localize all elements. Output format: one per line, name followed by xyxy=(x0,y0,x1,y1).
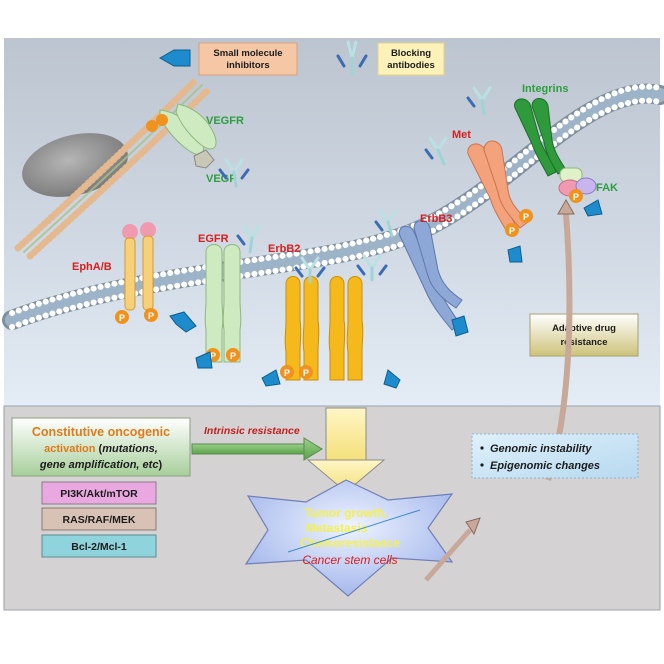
outcome-strike-line xyxy=(287,509,421,553)
fak-label: FAK xyxy=(596,182,618,194)
vegf-label: VEGF xyxy=(206,173,236,185)
erbb2-phospho-1-label: P xyxy=(284,368,290,378)
small-molecule-box xyxy=(198,42,298,76)
legend-inhibitor-arrow xyxy=(158,49,191,67)
genomic-bullet-2 xyxy=(480,463,484,467)
met-antibody xyxy=(424,136,448,166)
egfr-phospho-2-label: P xyxy=(230,351,236,361)
inhibitor-arrows xyxy=(169,199,603,389)
fak-phospho-label: P xyxy=(573,192,579,202)
met-phospho-1 xyxy=(505,223,519,237)
met-phospho-2-label: P xyxy=(523,212,529,222)
antibodies-box xyxy=(377,42,445,76)
erbb3-antibody xyxy=(374,208,398,238)
adaptive-feedback-arrowhead xyxy=(557,198,575,215)
tumor-outcome-star xyxy=(244,479,454,597)
met-receptor xyxy=(467,140,529,235)
intrinsic-resistance-arrow xyxy=(191,437,323,461)
met-phospho-2 xyxy=(519,209,533,223)
intrinsic-resistance-label: Intrinsic resistance xyxy=(204,425,300,437)
epha-b-label: EphA/B xyxy=(72,261,112,273)
legend-antibody-icon xyxy=(336,40,368,76)
star-to-genomic-arrow xyxy=(424,528,472,582)
met-phospho-1-label: P xyxy=(509,226,515,236)
egfr-antibody xyxy=(236,224,262,254)
antibodies-label-2: antibodies xyxy=(387,60,435,71)
outcome-line-2: Metastasis xyxy=(306,521,368,535)
integrin-receptor xyxy=(514,98,567,177)
adaptive-label-2: resistance xyxy=(560,337,607,348)
egfr-phospho-1-label: P xyxy=(210,351,216,361)
antibodies-label-1: Blocking xyxy=(391,48,431,59)
outcome-line-3: Chemoresistance xyxy=(300,536,400,550)
egfr-label: EGFR xyxy=(198,233,229,245)
epha-phospho-1 xyxy=(115,310,129,324)
erbb2-antibodies xyxy=(294,254,388,284)
vegf-ligand xyxy=(193,149,215,169)
epha-phospho-2 xyxy=(144,308,158,322)
erbb2-receptor xyxy=(284,276,364,381)
erbb2-phospho-2 xyxy=(299,365,313,379)
constitutive-box xyxy=(11,417,191,477)
small-molecule-label-1: Small molecule xyxy=(213,48,282,59)
small-molecule-label-2: inhibitors xyxy=(226,60,269,71)
pathway-label-ras: RAS/RAF/MEK xyxy=(63,514,136,526)
constitutive-line-2: activation (mutations, xyxy=(44,443,158,455)
genomic-item-2: Epigenomic changes xyxy=(490,460,600,472)
constitutive-line-3: gene amplification, etc) xyxy=(39,459,163,471)
pathway-label-pi3k: PI3K/Akt/mTOR xyxy=(60,488,138,500)
erbb3-label: ErbB3 xyxy=(420,213,452,225)
vegf-antibody xyxy=(218,158,250,188)
vegfr-label: VEGFR xyxy=(206,115,244,127)
genomic-box xyxy=(471,433,639,479)
downward-block-arrow xyxy=(306,407,386,493)
adaptive-resistance-box xyxy=(529,313,639,357)
erbb2-label: ErbB2 xyxy=(268,243,300,255)
pathway-box-bcl2 xyxy=(41,534,157,558)
outcome-line-1: Tumor growth, xyxy=(304,506,387,520)
egfr-receptor xyxy=(204,244,242,363)
adaptive-label-1: Adaptive drug xyxy=(552,323,616,334)
egfr-phospho-2 xyxy=(226,348,240,362)
epha-phospho-1-label: P xyxy=(119,313,125,323)
pathway-box-ras xyxy=(41,507,157,531)
met-label: Met xyxy=(452,129,471,141)
epha-b-receptor xyxy=(122,222,156,311)
integrins-label: Integrins xyxy=(522,83,568,95)
erbb3-receptor xyxy=(398,220,463,331)
integrin-antibody xyxy=(466,86,492,116)
vegfr-receptor xyxy=(146,103,217,155)
erbb2-phospho-1 xyxy=(280,365,294,379)
genomic-bullet-1 xyxy=(480,446,484,450)
pathway-box-pi3k xyxy=(41,481,157,505)
erbb2-phospho-2-label: P xyxy=(303,368,309,378)
pathway-label-bcl2: Bcl-2/Mcl-1 xyxy=(71,541,127,553)
fak-complex xyxy=(558,167,597,203)
genomic-item-1: Genomic instability xyxy=(490,443,592,455)
star-to-genomic-arrowhead xyxy=(465,517,481,536)
constitutive-line-1: Constitutive oncogenic xyxy=(32,425,170,439)
epha-phospho-2-label: P xyxy=(148,311,154,321)
outcome-line-4: Cancer stem cells xyxy=(302,553,397,567)
